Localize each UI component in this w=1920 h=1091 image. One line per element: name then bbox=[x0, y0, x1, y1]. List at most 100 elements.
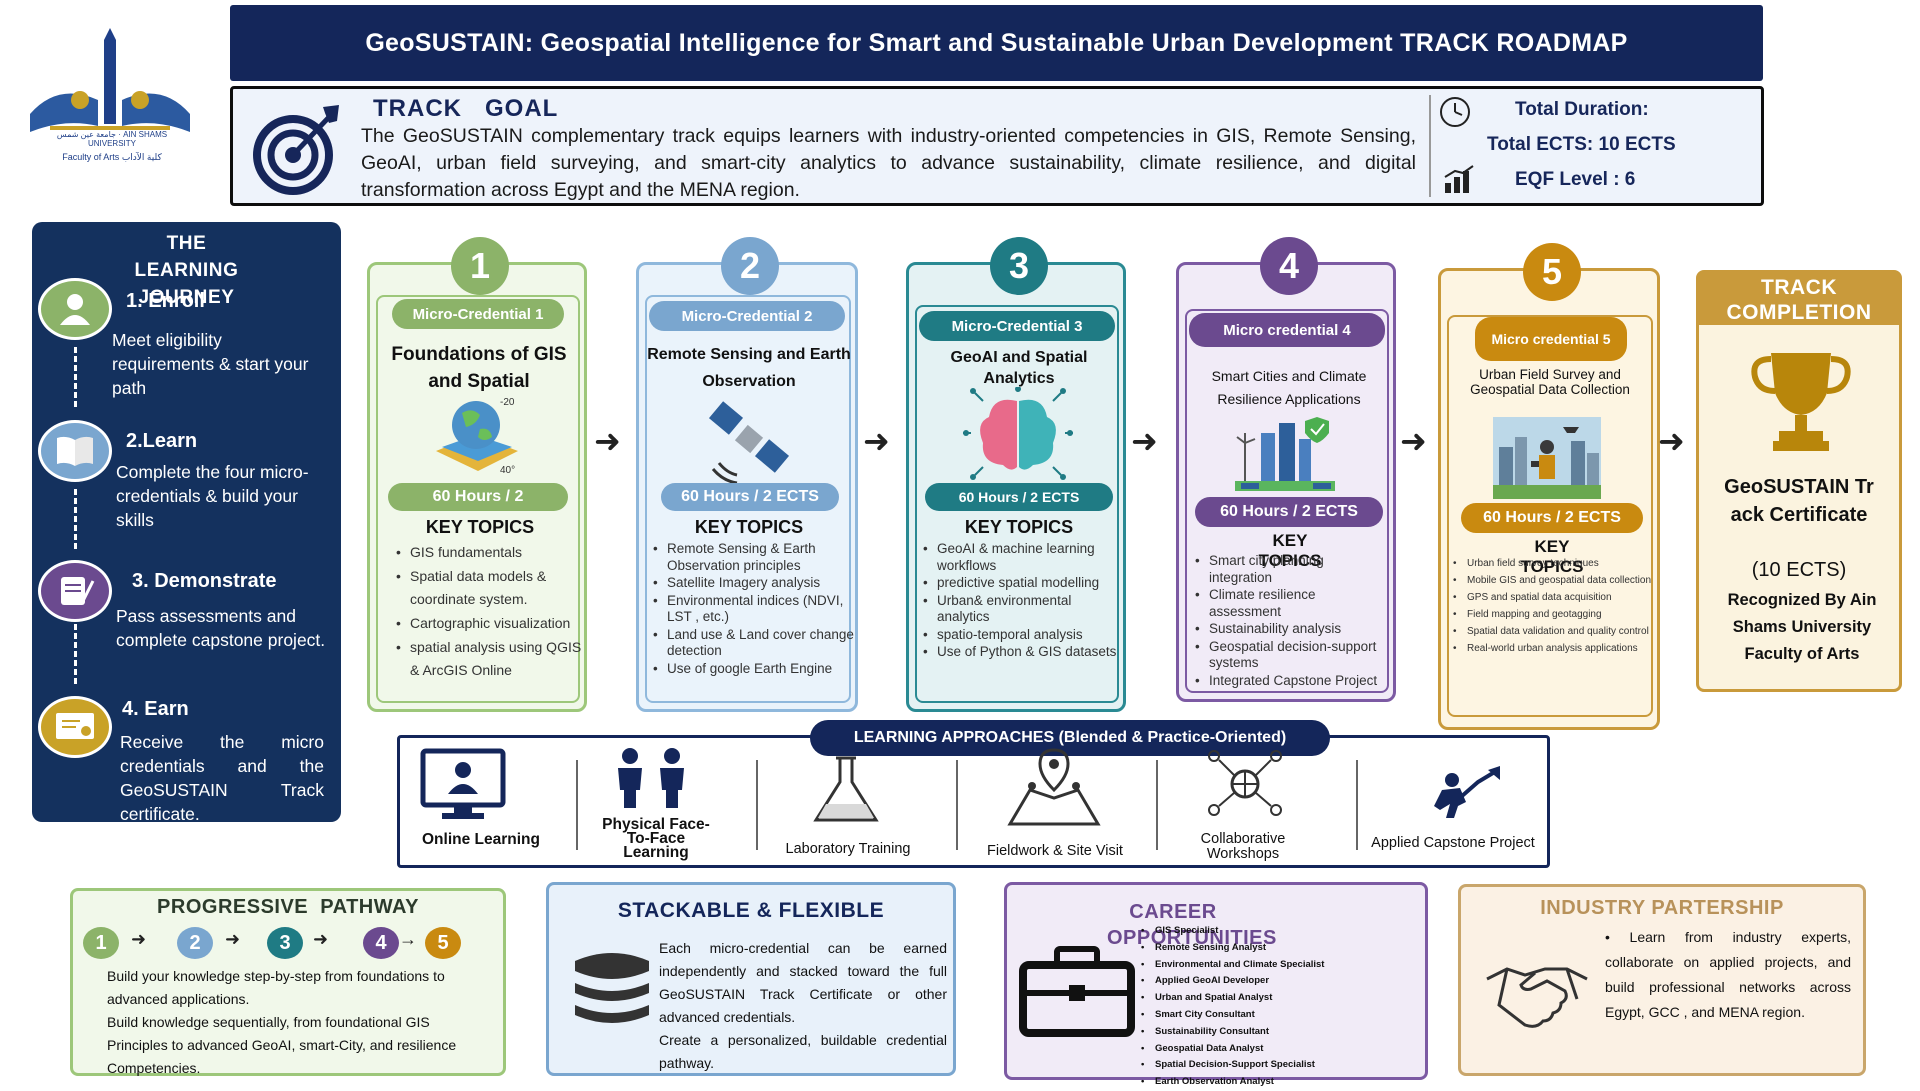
micro-credential-card-1: 1 Micro-Credential 1 Foundations of GIS … bbox=[367, 237, 587, 712]
card-2-title: Remote Sensing and Earth Observation bbox=[647, 346, 851, 390]
track-completion-panel: TRACK COMPLETION GeoSUSTAIN Track Certif… bbox=[1696, 270, 1902, 692]
handshake-icon bbox=[1486, 967, 1588, 1028]
journey-step-2-head: 2.Learn bbox=[126, 430, 198, 452]
career-item: Remote Sensing Analyst bbox=[1139, 940, 1425, 957]
topic-item: Climate resilience assessment bbox=[1193, 587, 1379, 620]
topic-item: spatio-temporal analysis bbox=[921, 627, 1125, 644]
card-1-hours: 60 Hours / 2 bbox=[388, 483, 568, 511]
career-item: Earth Observation Analyst bbox=[1139, 1074, 1425, 1091]
recognized-by: Recognized By Ain Shams University Facul… bbox=[1727, 591, 1877, 663]
topic-item: spatial analysis using QGIS & ArcGIS Onl… bbox=[394, 636, 582, 682]
title-bar: GeoSUSTAIN: Geospatial Intelligence for … bbox=[230, 5, 1763, 81]
card-5-topics: Urban field survey techniques Mobile GIS… bbox=[1451, 557, 1653, 657]
journey-step-3-head: 3. Demonstrate bbox=[132, 570, 277, 592]
micro-credential-badge-3: Micro-Credential 3 bbox=[919, 311, 1115, 341]
journey-title: THE LEARNING JOURNEY bbox=[134, 233, 239, 308]
approach-fieldwork: Fieldwork & Site Visit bbox=[987, 843, 1123, 859]
smart-city-icon bbox=[1235, 417, 1335, 491]
flow-arrow-icon: ➜ bbox=[594, 423, 621, 459]
pathway-arrow-icon: → bbox=[399, 929, 417, 949]
pathway-step: 4 bbox=[363, 927, 399, 959]
topic-item: Spatial data models & coordinate system. bbox=[394, 565, 582, 611]
journey-connector bbox=[74, 624, 77, 684]
step-number-4: 4 bbox=[1260, 237, 1318, 295]
career-item: Sustainability Consultant bbox=[1139, 1024, 1425, 1041]
step-number-5: 5 bbox=[1523, 243, 1581, 301]
micro-credential-card-5: 5 Micro credential 5 Urban Field Survey … bbox=[1438, 243, 1660, 730]
satellite-icon bbox=[708, 401, 790, 483]
goal-description: The GeoSUSTAIN complementary track equip… bbox=[361, 125, 1416, 201]
card-3-topics: GeoAI & machine learning workflows predi… bbox=[921, 541, 1125, 662]
career-list: GIS Specialist Remote Sensing Analyst En… bbox=[1139, 923, 1425, 1091]
user-icon bbox=[60, 294, 90, 325]
card-5-title: Urban Field Survey and Geospatial Data C… bbox=[1470, 367, 1630, 397]
journey-connector bbox=[74, 489, 77, 549]
topic-item: Smart city planning integration bbox=[1193, 553, 1379, 586]
logo-text-bottom: Faculty of Arts كلية الآداب bbox=[62, 152, 162, 162]
flask-icon bbox=[813, 756, 879, 822]
topic-item: Integrated Capstone Project bbox=[1193, 673, 1379, 690]
stackable-text-2: Create a personalized, buildable credent… bbox=[659, 1032, 947, 1071]
field-survey-icon bbox=[1493, 417, 1601, 499]
card-2-topics: Remote Sensing & Earth Observation princ… bbox=[651, 541, 857, 678]
approach-workshops: Collaborative Workshops bbox=[1200, 831, 1286, 862]
briefcase-icon bbox=[1019, 946, 1135, 1037]
topic-item: Geospatial decision-support systems bbox=[1193, 639, 1379, 672]
flow-arrow-icon: ➜ bbox=[1131, 423, 1158, 459]
collaboration-network-icon bbox=[1208, 750, 1282, 816]
card-2-hours: 60 Hours / 2 ECTS bbox=[661, 483, 839, 511]
eqf-level: EQF Level : 6 bbox=[1515, 169, 1636, 190]
flow-arrow-icon: ➜ bbox=[1400, 423, 1427, 459]
card-4-title: Smart Cities and Climate Resilience Appl… bbox=[1211, 368, 1367, 407]
micro-credential-card-3: 3 Micro-Credential 3 GeoAI and Spatial A… bbox=[906, 237, 1126, 712]
total-ects: Total ECTS: 10 ECTS bbox=[1487, 134, 1676, 155]
topic-item: GPS and spatial data acquisition bbox=[1451, 591, 1653, 605]
topic-item: Spatial data validation and quality cont… bbox=[1451, 625, 1653, 639]
logo-text-top: جامعة عين شمس · AIN SHAMS UNIVERSITY bbox=[56, 130, 168, 148]
approach-online: Online Learning bbox=[422, 831, 540, 848]
pathway-step: 5 bbox=[425, 927, 461, 959]
flow-arrow-icon: ➜ bbox=[863, 423, 890, 459]
card-4-hours: 60 Hours / 2 ECTS bbox=[1195, 497, 1383, 527]
micro-credential-badge-5: Micro credential 5 bbox=[1475, 317, 1627, 361]
career-item: Geospatial Data Analyst bbox=[1139, 1041, 1425, 1058]
topic-item: Satellite Imagery analysis bbox=[651, 575, 857, 592]
university-logo: جامعة عين شمس · AIN SHAMS UNIVERSITY Fac… bbox=[10, 22, 210, 170]
divider bbox=[1356, 760, 1358, 850]
topic-item: Urban& environmental analytics bbox=[921, 593, 1125, 626]
step-number-3: 3 bbox=[990, 237, 1048, 295]
career-item: Environmental and Climate Specialist bbox=[1139, 957, 1425, 974]
micro-credential-badge-4: Micro credential 4 bbox=[1189, 313, 1385, 347]
approach-physical: Physical Face-To-Face Learning bbox=[602, 816, 710, 861]
stackable-text-1: Each micro-credential can be earned inde… bbox=[659, 940, 947, 1025]
journey-connector bbox=[74, 347, 77, 407]
micro-credential-card-2: 2 Micro-Credential 2 Remote Sensing and … bbox=[636, 237, 858, 712]
goal-title: TRACK GOAL bbox=[373, 95, 559, 122]
journey-step-4-text: Receive the micro credentials and the Ge… bbox=[120, 732, 324, 824]
track-goal-box: TRACK GOAL The GeoSUSTAIN complementary … bbox=[230, 86, 1764, 206]
micro-credential-card-4: 4 Micro credential 4 Smart Cities and Cl… bbox=[1176, 237, 1396, 702]
trophy-icon bbox=[1751, 353, 1851, 451]
topic-item: Use of google Earth Engine bbox=[651, 661, 857, 678]
demonstrate-step-circle bbox=[38, 560, 112, 622]
card-4-topics: Smart city planning integration Climate … bbox=[1193, 553, 1379, 690]
approach-laboratory: Laboratory Training bbox=[785, 841, 911, 857]
divider bbox=[756, 760, 758, 850]
career-item: Urban and Spatial Analyst bbox=[1139, 990, 1425, 1007]
people-icon bbox=[618, 748, 684, 808]
pathway-step: 2 bbox=[177, 927, 213, 959]
map-pin-icon bbox=[1007, 748, 1101, 826]
globe-map-icon bbox=[436, 401, 518, 471]
total-duration: Total Duration: bbox=[1515, 99, 1649, 120]
certificate-icon bbox=[56, 713, 94, 739]
enroll-step-circle bbox=[38, 278, 112, 340]
journey-step-1-text: Meet eligibility requirements & start yo… bbox=[112, 330, 309, 398]
pathway-arrow-icon: ➜ bbox=[225, 929, 241, 949]
topic-item: Mobile GIS and geospatial data collectio… bbox=[1451, 574, 1653, 588]
book-icon bbox=[57, 436, 93, 466]
flow-arrow-icon: ➜ bbox=[1658, 423, 1685, 459]
topic-item: predictive spatial modelling bbox=[921, 575, 1125, 592]
pathway-step: 3 bbox=[267, 927, 303, 959]
monitor-user-icon bbox=[420, 748, 506, 819]
approaches-title: LEARNING APPROACHES (Blended & Practice-… bbox=[810, 720, 1330, 756]
